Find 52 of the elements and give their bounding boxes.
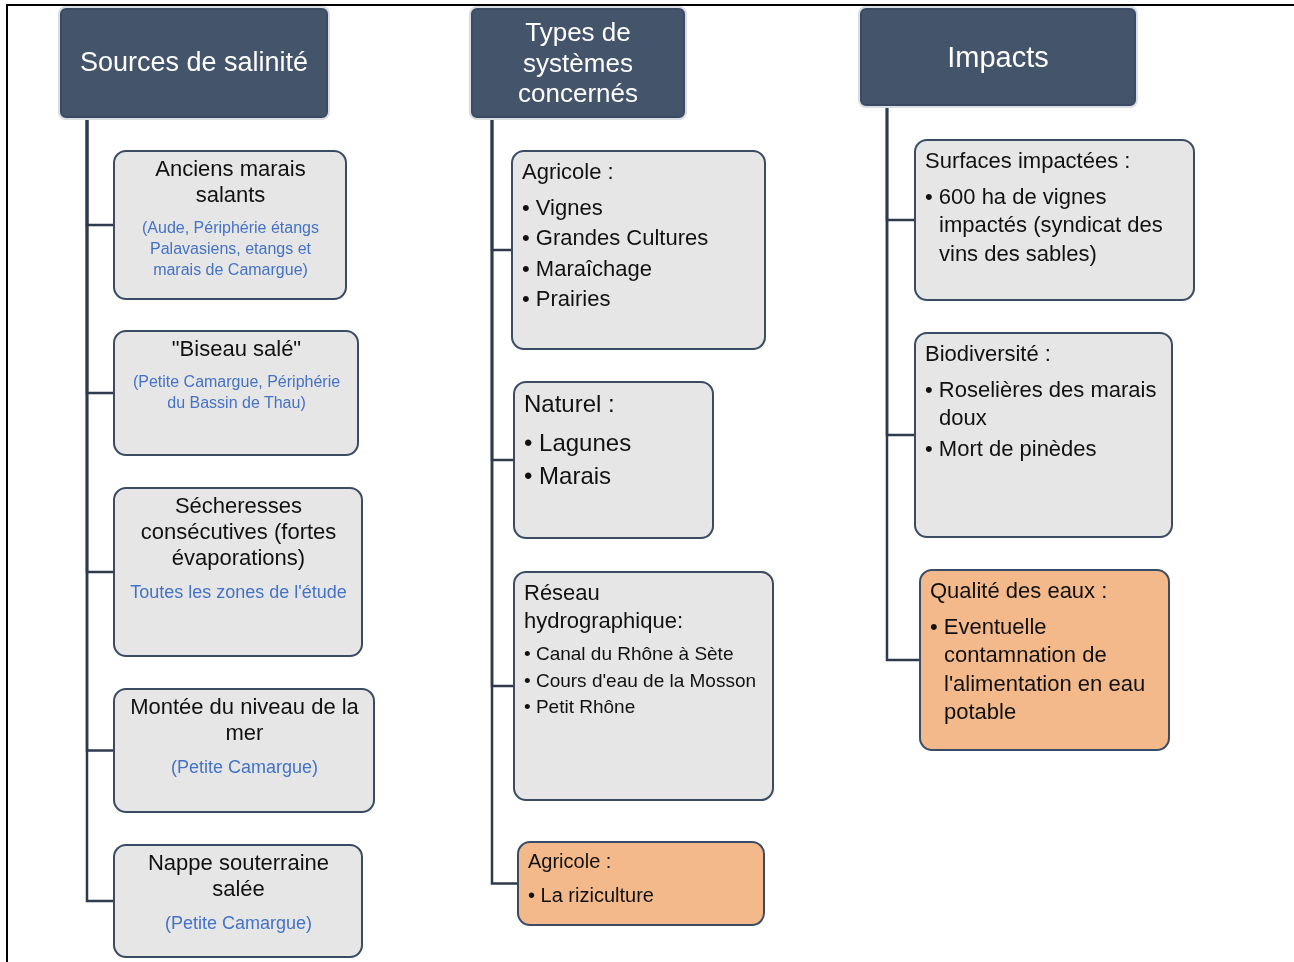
bullet-item: • Vignes bbox=[522, 193, 604, 222]
category-box bbox=[113, 150, 347, 300]
location-note: Toutes les zones de l'étude bbox=[130, 580, 347, 604]
category-box bbox=[113, 487, 363, 657]
bullet-item: • Maraîchage bbox=[522, 254, 653, 283]
category-box bbox=[113, 330, 359, 456]
header-title: Types de systèmes concernés bbox=[517, 17, 639, 109]
box-title: Montée du niveau de la mer bbox=[129, 694, 360, 746]
category-box bbox=[517, 841, 765, 926]
connector-line bbox=[85, 118, 113, 903]
box-title: Surfaces impactées : bbox=[925, 147, 1132, 175]
box-title: Agricole : bbox=[528, 849, 613, 874]
box-title: Anciens marais salants bbox=[154, 156, 307, 208]
bullet-item: • Lagunes bbox=[524, 428, 633, 458]
category-box bbox=[511, 150, 766, 350]
header-box bbox=[860, 8, 1136, 106]
category-box bbox=[513, 571, 774, 801]
bullet-item: • 600 ha de vignes impactés (syndicat des vins des sables) bbox=[925, 182, 1164, 268]
box-title: Naturel : bbox=[524, 389, 616, 419]
bullet-item: • Prairies bbox=[522, 285, 612, 314]
bullet-item: • Eventuelle contamnation de l'alimentation en eau potable bbox=[930, 612, 1147, 727]
header-box bbox=[60, 8, 328, 118]
bullet-item: • Roselières des marais doux bbox=[925, 375, 1158, 433]
box-title: Qualité des eaux : bbox=[930, 577, 1109, 605]
box-title: Sécheresses consécutives (fortes évaporations) bbox=[139, 493, 338, 571]
header-box bbox=[471, 8, 685, 118]
bullet-item: • La riziculture bbox=[528, 883, 655, 908]
location-note: (Aude, Périphérie étangs Palavasiens, etangs et marais de Camargue) bbox=[141, 217, 320, 280]
header-title: Impacts bbox=[947, 39, 1049, 75]
location-note: (Petite Camargue, Périphérie du Bassin de Thau) bbox=[131, 371, 342, 413]
category-box bbox=[113, 844, 363, 958]
connector-line bbox=[490, 118, 517, 885]
category-box bbox=[113, 688, 375, 813]
box-title: Agricole : bbox=[522, 158, 615, 186]
bullet-item: • Mort de pinèdes bbox=[925, 434, 1098, 463]
box-title: Biodiversité : bbox=[925, 340, 1052, 368]
category-box bbox=[919, 569, 1170, 751]
bullet-item: • Canal du Rhône à Sète bbox=[524, 642, 735, 666]
box-title: Réseau hydrographique: bbox=[524, 579, 684, 634]
category-box bbox=[513, 381, 714, 539]
box-title: "Biseau salé" bbox=[171, 336, 302, 362]
bullet-item: • Grandes Cultures bbox=[522, 224, 710, 253]
location-note: (Petite Camargue) bbox=[164, 911, 313, 935]
bullet-item: • Petit Rhône bbox=[524, 695, 637, 720]
header-title: Sources de salinité bbox=[79, 47, 309, 79]
bullet-item: • Marais bbox=[524, 461, 613, 492]
connector-line bbox=[885, 106, 919, 662]
category-box bbox=[914, 332, 1173, 538]
location-note: (Petite Camargue) bbox=[170, 755, 319, 779]
category-box bbox=[914, 139, 1195, 301]
bullet-item: • Cours d'eau de la Mosson bbox=[524, 668, 758, 693]
box-title: Nappe souterraine salée bbox=[147, 850, 330, 902]
